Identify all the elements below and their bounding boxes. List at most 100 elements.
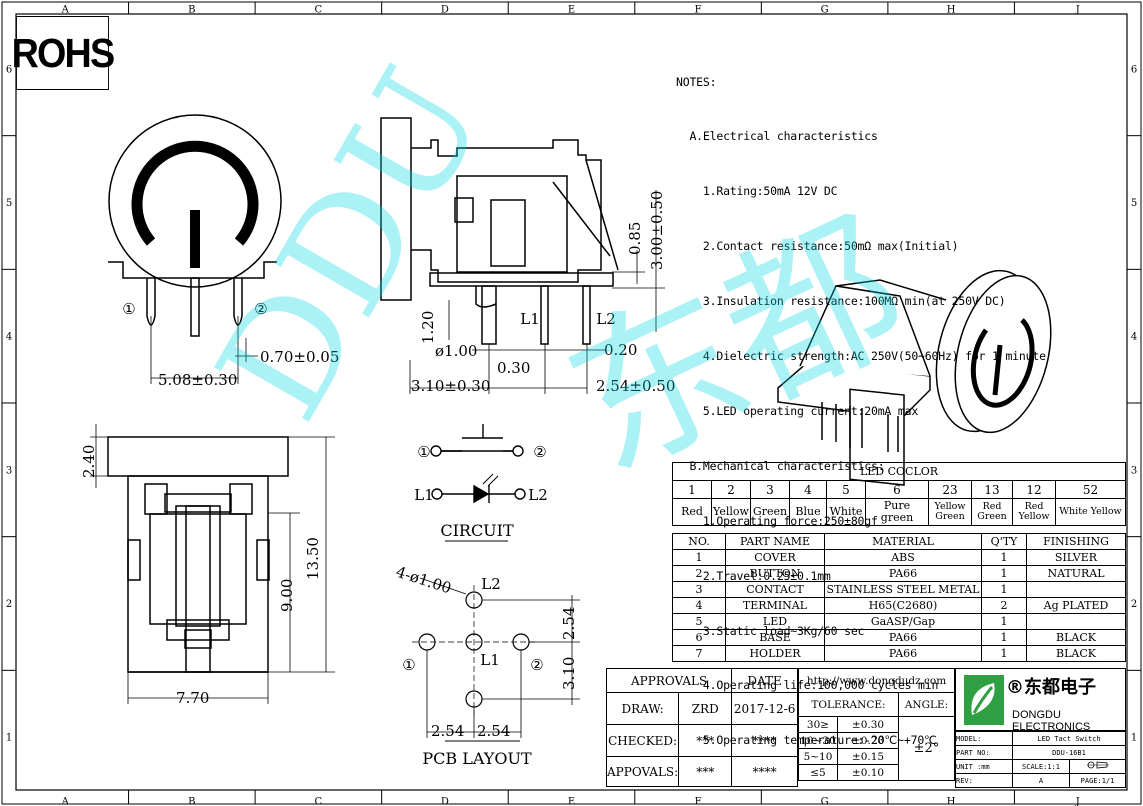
side-contact (490, 199, 526, 267)
led-name: Green (750, 498, 790, 526)
dim-width-body: 7.70 (176, 689, 209, 707)
zone-column-label: A (61, 797, 70, 806)
front-stem (185, 505, 211, 673)
bom-cell: 2 (981, 597, 1027, 614)
bom-cell: 1 (981, 549, 1027, 566)
zone-row-label: 2 (1131, 599, 1137, 610)
dim-lead-pitch: 2.54±0.50 (596, 377, 675, 395)
approvals-header: APPROVALS (605, 668, 733, 693)
page-label: PAGE:1/1 (1069, 773, 1126, 788)
bom-cell: 3 (672, 581, 726, 598)
pcb-pin1: ① (402, 656, 415, 674)
zone-column-label: J (1075, 5, 1080, 16)
projection-symbol-icon (1086, 761, 1109, 768)
circuit-pin2: ② (533, 443, 546, 461)
led-code: 23 (928, 480, 972, 499)
pin-center (190, 277, 200, 337)
checked-label: CHECKED: (605, 724, 680, 757)
bom-cell: GaASP/Gap (824, 613, 982, 630)
pcb-title: PCB LAYOUT (422, 749, 532, 768)
circuit-pin1: ① (417, 443, 430, 461)
zone-row-label: 4 (6, 332, 12, 343)
pcb-pin2: ② (530, 656, 543, 674)
unit-label: UNIT :mm (955, 759, 1013, 774)
circuit-diagram (430, 424, 526, 542)
led-color-table: LED COCLOR 1 2 3 4 5 6 23 13 12 52 Red Y… (672, 462, 1126, 526)
led-code: 4 (789, 480, 827, 499)
bom-header: PART NAME (725, 533, 825, 550)
side-cap (380, 117, 412, 301)
dim-body-height: 3.00±0.50 (648, 191, 666, 270)
led-code: 2 (711, 480, 751, 499)
bom-cell: 5 (672, 613, 726, 630)
rohs-mark: ROHS (12, 16, 115, 90)
tol-value: ±0.10 (837, 764, 899, 781)
zone-column-label: A (61, 5, 70, 16)
bom-cell: H65(C2680) (824, 597, 982, 614)
zone-column-label: D (441, 797, 449, 806)
bom-cell: 7 (672, 645, 726, 662)
bom-cell: HOLDER (725, 645, 825, 662)
zone-row-label: 5 (6, 198, 12, 209)
front-cap (107, 436, 289, 477)
bom-cell: PA66 (824, 645, 982, 662)
pin1-label: ① (122, 300, 135, 318)
led-name: White Yellow (1055, 498, 1126, 526)
power-arc (131, 140, 259, 246)
zone-column-label: C (315, 5, 323, 16)
draw-name: ZRD (678, 692, 733, 725)
bom-cell: Ag PLATED (1026, 597, 1126, 614)
note-line: 2.Contact resistance:50mΩ max(Initial) (676, 239, 959, 254)
bom-cell: 1 (672, 549, 726, 566)
tol-range: 10~30 (798, 732, 838, 749)
pin2-label: ② (254, 300, 267, 318)
dim-led-gap: 0.30 (497, 359, 530, 377)
led-name: Pure green (865, 498, 929, 526)
circuit-l2: L2 (528, 486, 548, 504)
dim-pcb-h1: 2.54 (431, 722, 464, 740)
led-name: White (826, 498, 866, 526)
zone-row-label: 2 (6, 599, 12, 610)
led-code: 6 (865, 480, 929, 499)
part-label: PART NO: (955, 745, 1013, 760)
dim-height-body: 9.00 (278, 579, 296, 612)
zone-row-label: 1 (1131, 733, 1137, 744)
company-block: ®东都电子 DONGDU ELECTRONICS (955, 668, 1126, 733)
front-view (90, 424, 335, 704)
tol-value: ±0.20 (837, 732, 899, 749)
bom-cell: 6 (672, 629, 726, 646)
inner-border (15, 13, 1128, 791)
note-line: NOTES: (676, 74, 717, 89)
led-name: Yellow (711, 498, 751, 526)
side-view (380, 117, 665, 394)
zone-column-label: G (821, 797, 829, 806)
dim-pin-width: 0.70±0.05 (260, 348, 339, 366)
led-code: 52 (1055, 480, 1126, 499)
bom-cell: BASE (725, 629, 825, 646)
note-line: 1.Rating:50mA 12V DC (676, 184, 838, 199)
led-name: Red (672, 498, 712, 526)
zone-row-label: 6 (6, 64, 12, 75)
zone-column-label: F (695, 5, 702, 16)
bom-cell: 1 (981, 629, 1027, 646)
part-value: DDU-16B1 (1012, 745, 1126, 760)
zone-row-label: 3 (6, 465, 12, 476)
part-info-table: MODEL:LED Tact Switch PART NO:DDU-16B1 U… (955, 731, 1126, 788)
rev-value: A (1012, 773, 1070, 788)
bom-cell: 1 (981, 613, 1027, 630)
bom-cell: BLACK (1026, 629, 1126, 646)
bom-cell: SILVER (1026, 549, 1126, 566)
led-name: Yellow Green (928, 498, 972, 526)
side-base (429, 272, 614, 287)
bom-cell: CONTACT (725, 581, 825, 598)
bom-cell: LED (725, 613, 825, 630)
circuit-l1: L1 (414, 486, 434, 504)
zone-row-label: 3 (1131, 465, 1137, 476)
led-color-title: LED COCLOR (672, 462, 1126, 481)
isometric-view (777, 269, 1052, 486)
bom-cell: 1 (981, 581, 1027, 598)
note-line: 4.Dielectric strength:AC 250V(50~60Hz) f… (676, 349, 1046, 364)
